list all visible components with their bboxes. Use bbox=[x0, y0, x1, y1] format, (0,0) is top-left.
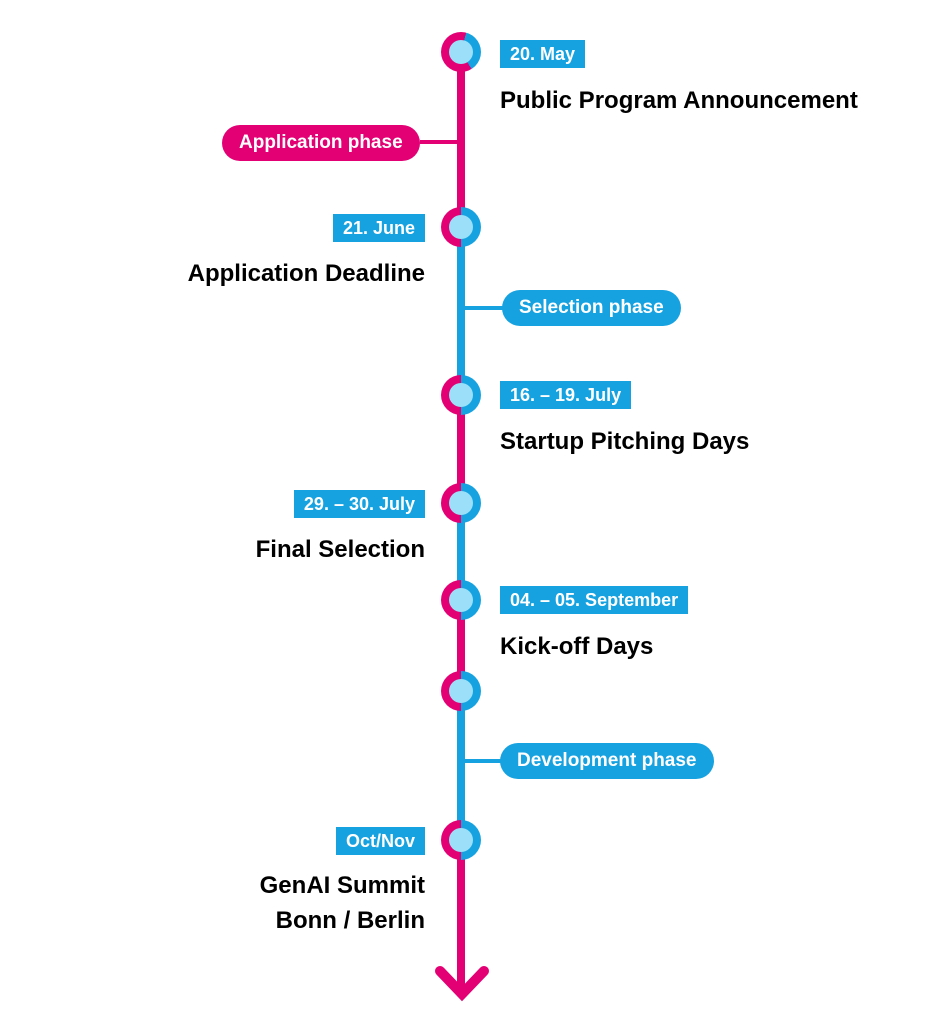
phase-pill-application: Application phase bbox=[222, 125, 420, 161]
timeline-node-deadline bbox=[441, 207, 481, 247]
node-core bbox=[449, 828, 473, 852]
arrow-down-icon bbox=[435, 966, 489, 1002]
timeline-node-final-selection bbox=[441, 483, 481, 523]
node-core bbox=[449, 40, 473, 64]
date-badge: Oct/Nov bbox=[335, 827, 425, 855]
phase-connector-development bbox=[463, 759, 503, 763]
date-badge: 16. – 19. July bbox=[500, 381, 632, 409]
date-badge: 04. – 05. September bbox=[500, 586, 689, 614]
timeline-node-summit bbox=[441, 820, 481, 860]
phase-connector-selection bbox=[463, 306, 505, 310]
timeline-node-kickoff bbox=[441, 580, 481, 620]
phase-connector-application bbox=[420, 140, 460, 144]
spine-segment-magenta-2 bbox=[457, 395, 465, 503]
event-title: Final Selection bbox=[255, 536, 425, 563]
timeline-node-development-start bbox=[441, 671, 481, 711]
date-badge: 21. June bbox=[332, 214, 425, 242]
spine-segment-magenta-3 bbox=[457, 600, 465, 691]
event-title: Startup Pitching Days bbox=[500, 428, 750, 455]
phase-pill-development: Development phase bbox=[500, 743, 714, 779]
spine-segment-magenta-4 bbox=[457, 840, 465, 990]
spine-segment-blue-1 bbox=[457, 228, 465, 395]
node-core bbox=[449, 215, 473, 239]
date-badge: 20. May bbox=[500, 40, 586, 68]
node-core bbox=[449, 679, 473, 703]
node-core bbox=[449, 588, 473, 612]
phase-pill-selection: Selection phase bbox=[502, 290, 681, 326]
spine-segment-blue-2 bbox=[457, 503, 465, 600]
event-title: Kick-off Days bbox=[500, 633, 654, 660]
timeline-node-announcement bbox=[441, 32, 481, 72]
spine-segment-magenta-1 bbox=[457, 52, 465, 228]
event-title-line2: Bonn / Berlin bbox=[275, 907, 425, 934]
event-title: GenAI Summit Bonn / Berlin bbox=[260, 868, 425, 938]
date-badge: 29. – 30. July bbox=[293, 490, 425, 518]
event-title: Public Program Announcement bbox=[500, 87, 858, 114]
spine-segment-blue-3 bbox=[457, 691, 465, 840]
timeline-node-pitching bbox=[441, 375, 481, 415]
node-core bbox=[449, 491, 473, 515]
event-title-line1: GenAI Summit bbox=[259, 872, 425, 899]
event-title: Application Deadline bbox=[187, 260, 425, 287]
node-core bbox=[449, 383, 473, 407]
